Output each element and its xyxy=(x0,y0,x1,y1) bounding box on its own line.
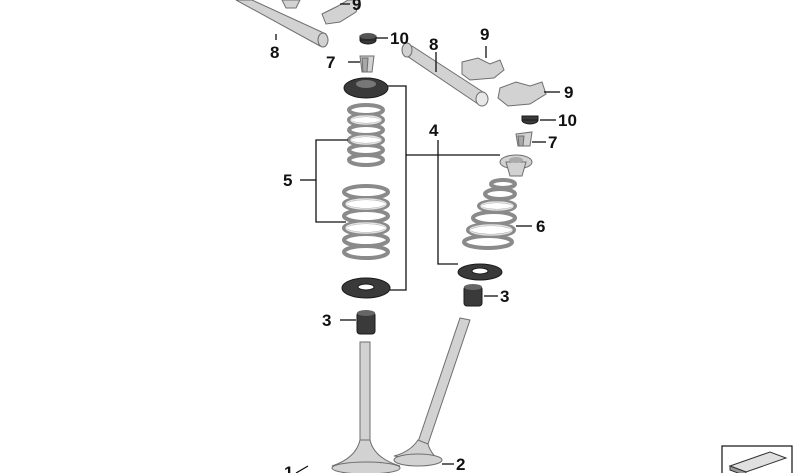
label-9-right-lower: 9 xyxy=(564,83,573,102)
label-3-left: 3 xyxy=(322,311,331,330)
intake-valve-left xyxy=(331,341,401,473)
label-8-right: 8 xyxy=(429,35,438,54)
label-2: 2 xyxy=(456,455,465,473)
label-7-right: 7 xyxy=(548,133,557,152)
label-9-top-left: 9 xyxy=(352,0,361,14)
label-7-left: 7 xyxy=(326,53,335,72)
rocker-arm-right-upper xyxy=(461,57,505,81)
rocker-arm-right-lower xyxy=(497,81,547,107)
spring-retainer-left xyxy=(343,77,389,99)
label-6: 6 xyxy=(536,217,545,236)
spring-seat-right xyxy=(457,263,503,281)
rocker-arm-top-left xyxy=(281,0,361,25)
label-4: 4 xyxy=(429,121,439,140)
label-8-left: 8 xyxy=(270,43,279,62)
valve-spring-outer-left xyxy=(342,184,390,260)
spring-retainer-right xyxy=(499,154,533,177)
label-9-right-upper: 9 xyxy=(480,25,489,44)
valve-keepers-right xyxy=(515,131,533,147)
valve-stem-seal-left xyxy=(356,310,376,335)
spring-seat-left xyxy=(341,277,391,299)
rocker-shaft-left xyxy=(235,0,329,48)
label-3-right: 3 xyxy=(500,287,509,306)
valve-keepers-left xyxy=(359,55,375,73)
leader-lines xyxy=(275,3,560,473)
exhaust-valve-right xyxy=(393,317,471,467)
label-1: 1 xyxy=(284,463,293,473)
label-5: 5 xyxy=(283,171,292,190)
hydraulic-lash-adjuster-left xyxy=(359,33,377,45)
catalog-wedge-icon xyxy=(721,445,793,473)
label-10-right: 10 xyxy=(558,111,577,130)
label-10-left: 10 xyxy=(390,29,409,48)
valve-spring-right xyxy=(462,178,517,250)
valve-stem-seal-right xyxy=(463,284,483,307)
rocker-shaft-right xyxy=(401,42,489,107)
hydraulic-lash-adjuster-right xyxy=(521,115,539,125)
valve-spring-inner-left xyxy=(347,103,385,167)
